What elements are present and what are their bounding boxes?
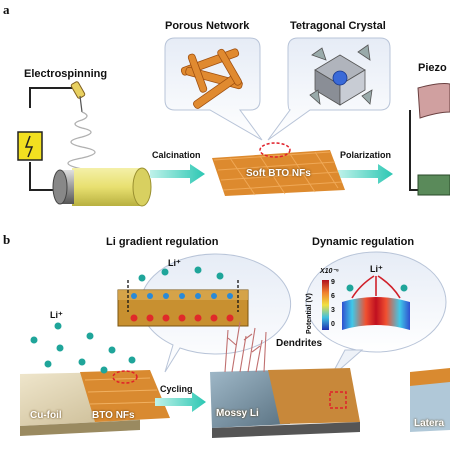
lateral-label: Latera [414,418,445,429]
polarization-arrow [338,164,393,184]
tick-3: 3 [331,307,335,314]
li-ion-drops-bubble [138,266,224,282]
cycling-label: Cycling [160,384,193,394]
syringe-icon [70,81,86,113]
cu-foil-label: Cu-foil [30,410,62,421]
potential-colorbar [322,280,329,330]
tetragonal-crystal-label: Tetragonal Crystal [290,20,386,32]
dynamic-regulation-label: Dynamic regulation [312,236,415,248]
potential-axis-label: Potential (V) [306,293,313,334]
li-plus-left-label: Li⁺ [50,310,63,320]
li-gradient-label: Li gradient regulation [106,236,219,248]
tick-6: 6 [331,293,335,300]
piezo-device [409,83,450,196]
li-ion-drops-dynamic [346,284,408,292]
tick-9: 9 [331,279,335,286]
piezo-label: Piezo [418,62,447,74]
mossy-li-label: Mossy Li [216,408,259,419]
li-plus-bubble-label: Li⁺ [168,258,181,268]
bto-nanofiber-mat [212,142,345,196]
electrospinning-label: Electrospinning [24,68,108,80]
li-plus-dynamic-label: Li⁺ [370,264,383,274]
bto-nfs-label: BTO NFs [92,410,135,421]
dendrites-label: Dendrites [276,338,323,349]
calcination-label: Calcination [152,150,201,160]
porous-network-label: Porous Network [165,20,250,32]
soft-bto-label: Soft BTO NFs [246,168,311,179]
power-circuit [29,87,72,191]
panel-b-letter: b [3,232,11,247]
crystal-structure [309,44,373,106]
blue-ions [131,293,233,299]
li-ion-drops-left [30,322,136,374]
polarization-label: Polarization [340,150,392,160]
bto-nfs-electrode [80,370,170,422]
potential-band [342,297,410,330]
tick-0: 0 [331,321,335,328]
red-star-ions [130,314,234,322]
collector-drum [52,167,152,207]
porous-network-fibers [180,48,243,109]
downward-arrows [127,280,239,312]
lateral-electrode [410,368,450,432]
scale-exponent-label: X10⁻⁶ [320,268,339,275]
field-arrows [351,275,401,299]
panel-a-letter: a [3,2,10,17]
calcination-arrow [150,164,205,184]
lightning-bolt-icon [24,135,34,158]
cycling-arrow [155,392,206,412]
dendrites [224,321,267,373]
mossy-li-electrode [210,368,360,438]
spinning-jet [67,111,96,170]
